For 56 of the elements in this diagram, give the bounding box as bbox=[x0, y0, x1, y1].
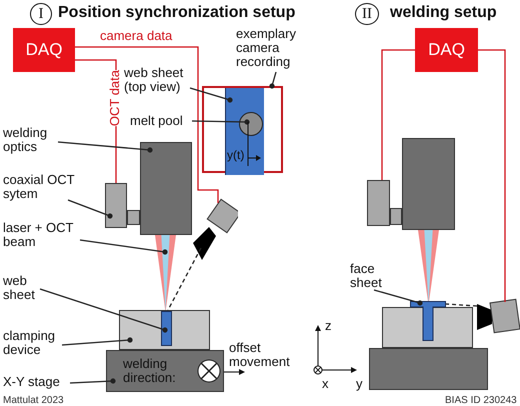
oct-system-housing bbox=[367, 180, 390, 226]
figure-id: BIAS ID 230243 bbox=[445, 395, 517, 406]
camera-recording-frame bbox=[202, 86, 283, 173]
signal-cable bbox=[75, 46, 219, 203]
signal-cable bbox=[381, 49, 415, 180]
daq-box: DAQ bbox=[13, 28, 75, 72]
stage-label: welding direction: bbox=[123, 357, 177, 385]
leader-line bbox=[374, 289, 423, 306]
leader-line bbox=[192, 119, 250, 125]
leader-line bbox=[40, 288, 168, 333]
melt-pool-circle bbox=[239, 112, 263, 136]
web-sheet-part bbox=[161, 311, 172, 346]
part-label: melt pool bbox=[130, 114, 192, 128]
laser-beam-cone bbox=[155, 235, 176, 312]
part-label: web sheet bbox=[3, 274, 43, 302]
part-label: welding optics bbox=[3, 126, 63, 154]
axis-label: z bbox=[325, 318, 332, 333]
axis-label: x bbox=[322, 376, 328, 391]
part-label: exemplary camera recording bbox=[236, 27, 308, 69]
leader-line bbox=[58, 141, 153, 153]
camera-icon bbox=[476, 298, 520, 334]
signal-cable bbox=[478, 49, 506, 302]
dimension-label: y(t) bbox=[227, 148, 244, 162]
part-label: X-Y stage bbox=[3, 375, 73, 389]
welding-optics-housing bbox=[402, 138, 455, 230]
part-label: face sheet bbox=[350, 262, 395, 290]
oct-system-housing bbox=[105, 183, 127, 228]
line-of-sight bbox=[167, 248, 202, 310]
line-of-sight bbox=[446, 303, 478, 307]
part-label: laser + OCT beam bbox=[3, 221, 83, 249]
leader-line bbox=[269, 72, 277, 89]
movement-label: offset movement bbox=[229, 341, 291, 369]
author-note: Mattulat 2023 bbox=[3, 395, 64, 406]
xy-stage-block bbox=[106, 350, 224, 392]
leader-line bbox=[68, 199, 113, 219]
welding-optics-housing bbox=[140, 142, 192, 235]
leader-line bbox=[80, 239, 168, 255]
web-sheet-top-view bbox=[225, 88, 264, 175]
daq-box: DAQ bbox=[415, 28, 478, 72]
part-label: clamping device bbox=[3, 329, 65, 357]
camera-icon bbox=[190, 198, 238, 262]
roman-numeral: I bbox=[30, 3, 52, 25]
leader-line bbox=[70, 378, 116, 384]
xy-stage-block bbox=[369, 348, 488, 390]
panel-title: Position synchronization setup bbox=[58, 4, 296, 22]
clamping-device-block bbox=[119, 310, 210, 350]
part-label: web sheet (top view) bbox=[124, 66, 200, 94]
edge-label: OCT data bbox=[108, 70, 122, 126]
axis-label: y bbox=[356, 376, 362, 391]
part-label: coaxial OCT sytem bbox=[3, 173, 75, 201]
leader-line bbox=[190, 87, 233, 103]
leader-line bbox=[62, 337, 133, 346]
face-sheet-part bbox=[410, 301, 446, 341]
edge-label: camera data bbox=[100, 29, 172, 43]
panel-title: welding setup bbox=[390, 4, 497, 22]
roman-numeral: II bbox=[355, 3, 379, 25]
